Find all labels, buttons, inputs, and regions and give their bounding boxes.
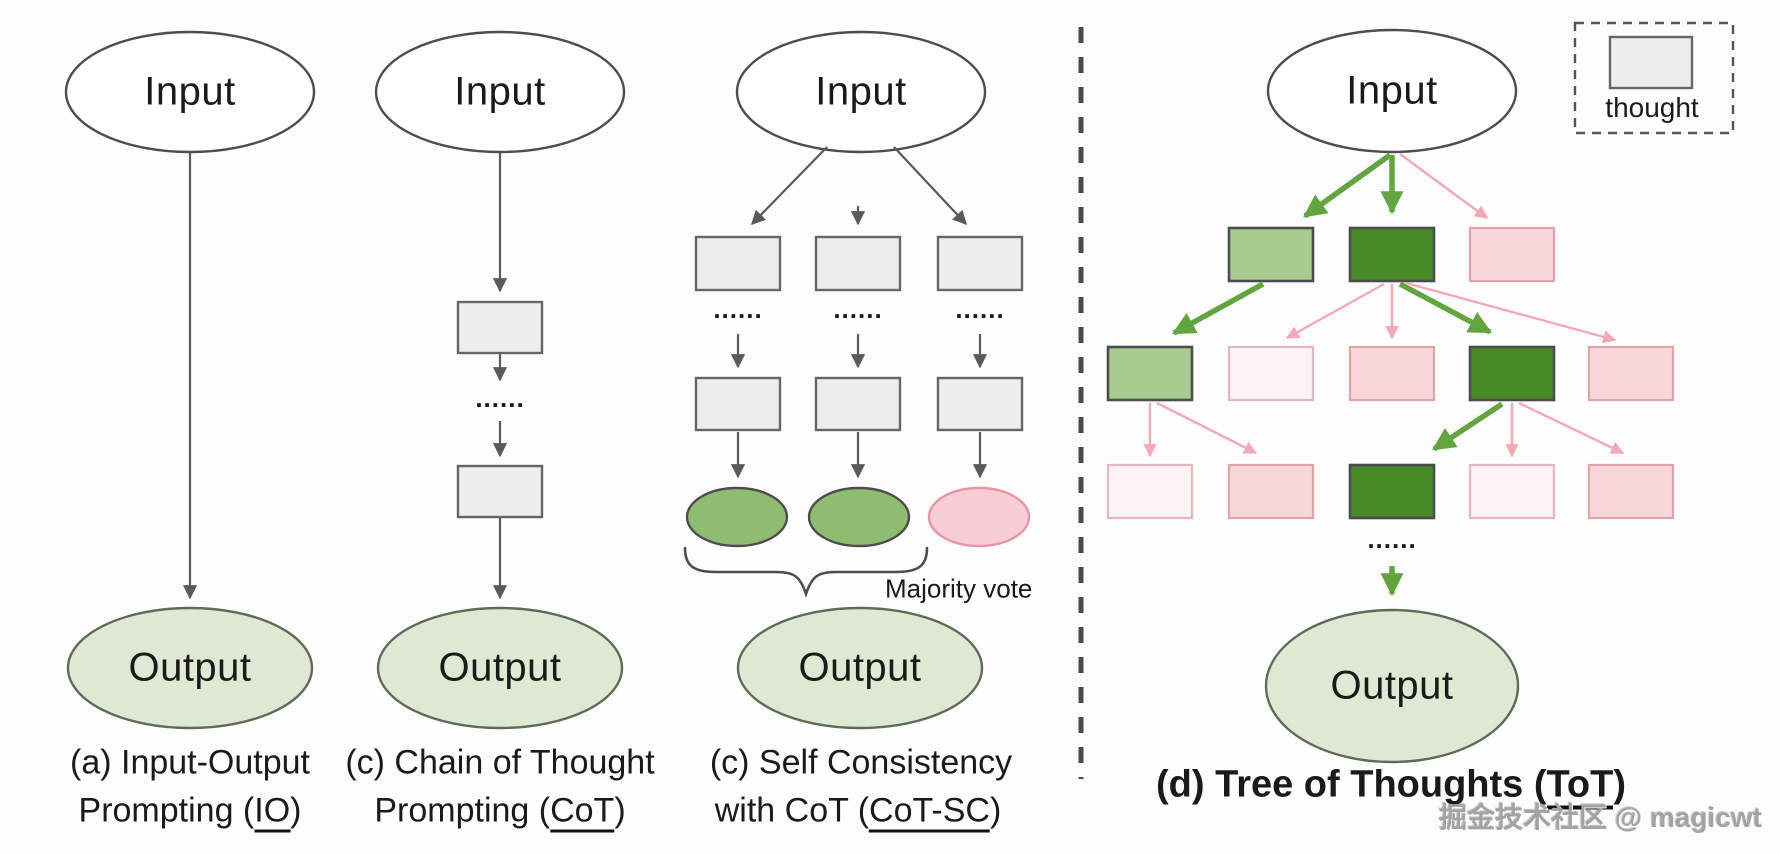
tot-box-r2-dark-green [1468,345,1556,402]
cotsc-ellipsis-1: ...... [713,293,763,324]
cotsc-thought-box-b1 [694,376,782,432]
tot-box-r3-pale-pink-1 [1106,463,1194,520]
cotsc-ellipsis-3: ...... [955,293,1005,324]
cotsc-arrow-right [893,146,967,226]
cotsc-thought-box-a1 [694,235,782,292]
tot-box-r2-pale-pink-1 [1227,345,1315,402]
tot-box-r2-light-green [1106,345,1194,402]
io-caption-line2: Prompting (IO) [78,791,302,833]
cot-ellipsis: ...... [475,382,525,413]
tot-box-r3-pale-pink-2 [1468,463,1556,520]
cot-output-ellipse [376,606,624,730]
cotsc-result-ellipse-green-1 [685,486,789,548]
io-input-ellipse [64,30,316,154]
tot-box-r2-pink-2 [1587,345,1675,402]
legend-thought-label: thought [1605,92,1699,123]
tot-arrow-pink-r1b-r2b [1285,282,1385,340]
tot-caption-pre: (d) Tree of Thoughts ( [1156,763,1547,806]
tot-arrow-green-r2d-r3c [1432,401,1504,452]
cotsc-thought-box-b2 [814,376,902,432]
tot-caption-underlined: ToT [1546,763,1614,810]
io-output-ellipse [66,606,314,730]
cotsc-caption-line1: (c) Self Consistency [709,743,1013,782]
cotsc-result-ellipse-pink [927,486,1031,548]
cot-caption-line2: Prompting (CoT) [374,791,626,833]
legend-thought-box [1608,35,1694,90]
cot-thought-box-1 [456,300,544,355]
cotsc-ellipsis-2: ...... [833,293,883,324]
tot-arrow-green-input-r1a [1303,152,1392,219]
io-output-label: Output [128,645,252,690]
tot-box-r1-dark-green [1348,226,1436,283]
cotsc-input-label: Input [815,69,907,114]
tot-arrow-green-r1b-r2d [1398,281,1493,335]
tot-box-r1-light-green [1227,226,1315,283]
cotsc-caption-line2: with CoT (CoT-SC) [714,791,1002,833]
tot-arrow-pink-r2a-r3b [1156,401,1258,455]
tot-caption: (d) Tree of Thoughts (ToT) [1156,763,1626,810]
tot-box-r2-pink-1 [1348,345,1436,402]
cotsc-input-ellipse [735,30,987,154]
io-caption-pre: Prompting ( [78,791,255,830]
majority-vote-label: Majority vote [885,573,1033,604]
cot-caption-line1: (c) Chain of Thought [345,743,655,782]
tot-output-label: Output [1330,663,1454,708]
tot-box-r1-pink [1468,226,1556,283]
tot-arrow-pink-r1b-r2e [1405,281,1617,344]
tot-caption-post: ) [1613,763,1626,806]
cotsc-result-ellipse-green-2 [807,486,911,548]
tot-box-r3-pink-1 [1227,463,1315,520]
watermark: 掘金技术社区 @ magicwt [1439,802,1762,833]
cot-input-ellipse [374,30,626,154]
cot-caption-underlined: CoT [550,791,615,833]
tot-output-ellipse [1264,608,1520,764]
cot-caption-pre: Prompting ( [374,791,551,830]
cotsc-caption-underlined: CoT-SC [869,791,990,833]
cotsc-thought-box-b3 [936,376,1024,432]
legend-frame [1573,21,1735,135]
tot-arrow-green-r1a-r2a [1171,281,1265,336]
cotsc-caption-pre: with CoT ( [714,791,870,830]
cotsc-thought-box-a2 [814,235,902,292]
majority-vote-brace [683,546,929,599]
tot-box-r3-pink-2 [1587,463,1675,520]
tot-arrow-pink-r2d-r3e [1518,401,1625,455]
io-caption-line1: (a) Input-Output [69,743,311,782]
cot-thought-box-2 [456,464,544,519]
tot-ellipsis: ...... [1367,523,1417,554]
io-input-label: Input [144,69,236,114]
cotsc-caption-post: ) [989,791,1002,830]
cot-caption-post: ) [614,791,626,830]
cotsc-output-label: Output [798,645,922,690]
io-caption-underlined: IO [254,791,291,833]
cotsc-arrow-left [751,146,828,226]
cotsc-output-ellipse [736,606,984,730]
tot-input-ellipse [1266,28,1518,154]
cotsc-thought-box-a3 [936,235,1024,292]
io-caption-post: ) [290,791,302,830]
cot-output-label: Output [438,645,562,690]
cot-input-label: Input [454,69,546,114]
tot-arrow-pink-input-r1c [1399,153,1489,219]
tot-box-r3-dark-green [1348,463,1436,520]
tot-input-label: Input [1346,68,1438,113]
